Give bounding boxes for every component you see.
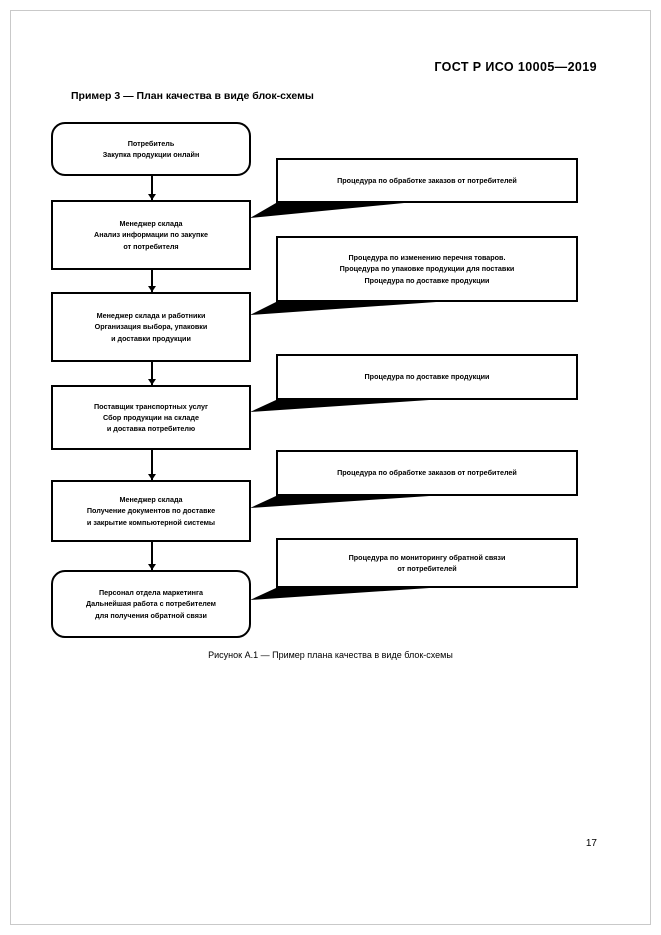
procedure-box-2-text: Процедура по изменению перечня товаров. … <box>334 252 521 285</box>
procedure-box-2-line3: Процедура по доставке продукции <box>364 275 490 285</box>
flow-step-6-line2: Дальнейшая работа с потребителем <box>85 599 217 609</box>
flow-step-2[interactable]: Менеджер склада Анализ информации по зак… <box>51 200 251 270</box>
flow-step-3-line3: и доставки продукции <box>111 333 191 343</box>
flow-arrowhead-4 <box>148 474 156 480</box>
flow-step-2-line3: от потребителя <box>123 241 179 251</box>
flow-step-1[interactable]: Потребитель Закупка продукции онлайн <box>51 122 251 176</box>
flow-arrowhead-2 <box>148 286 156 292</box>
procedure-box-1[interactable]: Процедура по обработке заказов от потреб… <box>276 158 578 203</box>
procedure-box-3-text: Процедура по доставке продукции <box>359 371 496 382</box>
flow-step-6-text: Персонал отдела маркетинга Дальнейшая ра… <box>80 587 222 620</box>
flow-step-5-line3: и закрытие компьютерной системы <box>86 517 216 527</box>
procedure-box-3-line1: Процедура по доставке продукции <box>364 372 490 382</box>
flow-step-6-role: Персонал отдела маркетинга <box>99 588 203 598</box>
flow-arrowhead-3 <box>148 379 156 385</box>
flow-step-1-role: Потребитель <box>127 138 175 148</box>
procedure-box-4-text: Процедура по обработке заказов от потреб… <box>331 467 523 478</box>
procedure-box-3[interactable]: Процедура по доставке продукции <box>276 354 578 400</box>
flow-step-4-line3: и доставка потребителю <box>106 424 196 434</box>
flow-connector-4 <box>151 450 153 480</box>
flow-connector-2 <box>151 270 153 292</box>
flow-step-4-role: Поставщик транспортных услуг <box>93 401 209 411</box>
flow-connector-3 <box>151 362 153 385</box>
procedure-box-4-line1: Процедура по обработке заказов от потреб… <box>337 468 517 478</box>
procedure-box-2-line2: Процедура по упаковке продукции для пост… <box>339 264 515 274</box>
procedure-box-4[interactable]: Процедура по обработке заказов от потреб… <box>276 450 578 496</box>
flow-step-1-text: Потребитель Закупка продукции онлайн <box>97 138 206 160</box>
procedure-box-5-line2: от потребителей <box>397 564 457 573</box>
procedure-box-5-line1: Процедура по мониторингу обратной связи <box>348 552 506 562</box>
flow-step-6-line3: для получения обратной связи <box>95 610 207 620</box>
flow-arrowhead-5 <box>148 564 156 570</box>
flow-step-1-line2: Закупка продукции онлайн <box>102 150 200 159</box>
procedure-box-1-text: Процедура по обработке заказов от потреб… <box>331 175 523 186</box>
procedure-box-2[interactable]: Процедура по изменению перечня товаров. … <box>276 236 578 302</box>
flow-step-2-role: Менеджер склада <box>119 219 183 229</box>
procedure-box-2-line1: Процедура по изменению перечня товаров. <box>348 253 506 263</box>
flow-step-4-line2: Сбор продукции на складе <box>103 412 199 422</box>
flow-connector-1 <box>151 176 153 200</box>
flow-step-6[interactable]: Персонал отдела маркетинга Дальнейшая ра… <box>51 570 251 638</box>
flow-step-5-role: Менеджер склада <box>119 495 183 505</box>
flow-step-5[interactable]: Менеджер склада Получение документов по … <box>51 480 251 542</box>
flow-step-4[interactable]: Поставщик транспортных услуг Сбор продук… <box>51 385 251 450</box>
flow-step-3[interactable]: Менеджер склада и работники Организация … <box>51 292 251 362</box>
procedure-box-5-text: Процедура по мониторингу обратной связи … <box>343 552 512 574</box>
flow-step-4-text: Поставщик транспортных услуг Сбор продук… <box>88 401 214 434</box>
flow-step-5-text: Менеджер склада Получение документов по … <box>81 494 221 527</box>
flow-connector-5 <box>151 542 153 570</box>
document-header: ГОСТ Р ИСО 10005—2019 <box>434 60 597 74</box>
flow-step-2-text: Менеджер склада Анализ информации по зак… <box>88 218 214 251</box>
figure-caption: Рисунок А.1 — Пример плана качества в ви… <box>208 650 453 660</box>
flow-step-3-role: Менеджер склада и работники <box>96 311 206 321</box>
flow-step-2-line2: Анализ информации по закупке <box>94 230 208 240</box>
page-number: 17 <box>585 838 597 849</box>
procedure-box-5[interactable]: Процедура по мониторингу обратной связи … <box>276 538 578 588</box>
flow-step-5-line2: Получение документов по доставке <box>86 506 216 516</box>
example-title: Пример 3 — План качества в виде блок-схе… <box>71 90 314 102</box>
procedure-box-1-line1: Процедура по обработке заказов от потреб… <box>337 175 517 185</box>
flow-step-3-line2: Организация выбора, упаковки <box>94 322 208 332</box>
flow-arrowhead-1 <box>148 194 156 200</box>
flow-step-3-text: Менеджер склада и работники Организация … <box>89 310 214 343</box>
